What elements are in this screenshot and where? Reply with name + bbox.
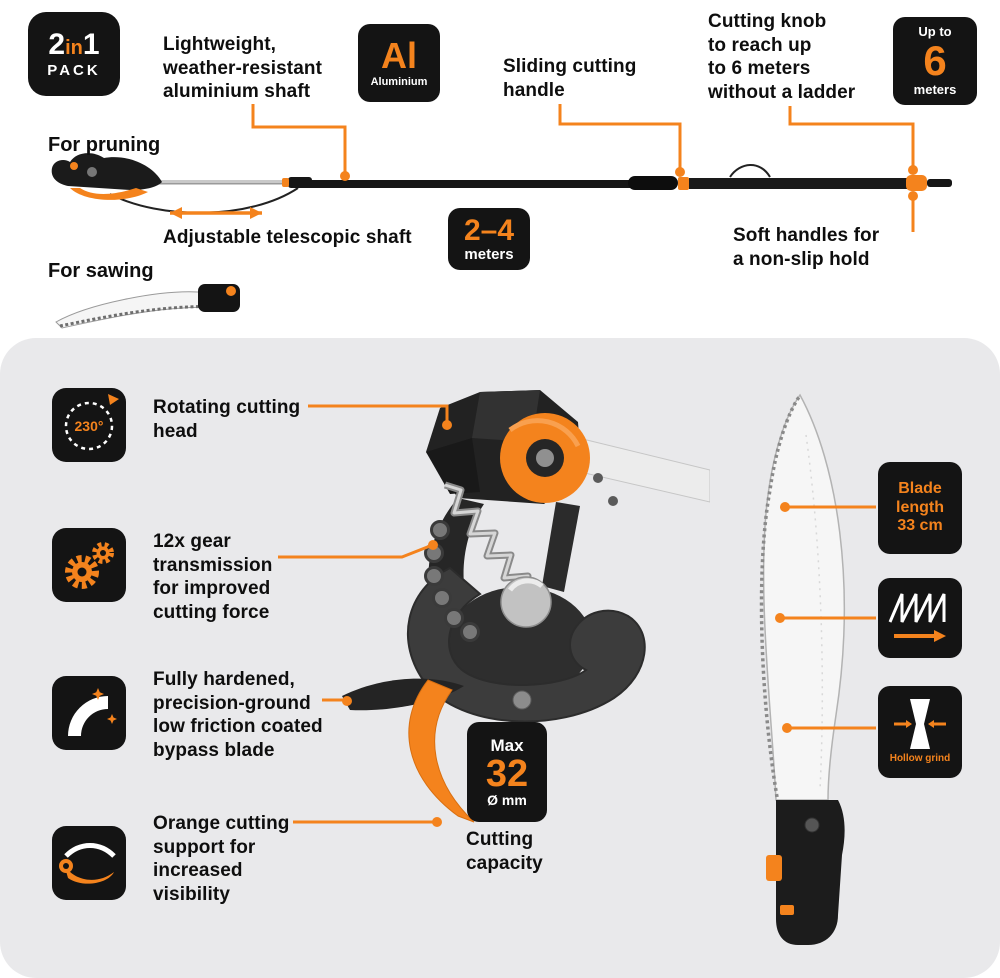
aluminium-label: Aluminium: [370, 76, 428, 89]
telescopic-rod: [158, 180, 298, 184]
pivot-dome: [500, 576, 552, 628]
rotating-head-tile: 230°: [52, 388, 126, 462]
blade-length-text: Blade length 33 cm: [896, 479, 944, 535]
pack-label: PACK: [47, 61, 101, 79]
hollow-grind-label: Hollow grind: [889, 753, 951, 764]
rotating-head-icon: 230°: [64, 394, 119, 451]
length-value: 2–4: [463, 214, 515, 248]
gear-transmission-tile: [52, 528, 126, 602]
capacity-label: Cutting capacity: [466, 829, 543, 874]
cutting-support-icon: [59, 843, 116, 884]
pruning-saw-illustration: [55, 284, 240, 329]
reach-badge: Up to 6 meters: [893, 17, 977, 105]
feature-soft-handles: Soft handles for a non-slip hold: [733, 225, 880, 270]
feature-rotating-head: Rotating cutting head: [153, 397, 301, 442]
saw-teeth: [59, 305, 225, 328]
pack-badge: 2in1 PACK: [28, 12, 120, 96]
reach-bottom: meters: [913, 82, 957, 98]
hollow-grind-icon: [894, 699, 946, 749]
shaft-rear: [689, 178, 907, 189]
saw-teeth-badge: [878, 578, 962, 658]
feature-telescopic-shaft: Adjustable telescopic shaft: [163, 227, 412, 248]
cutting-head-illustration: [342, 390, 710, 823]
capacity-bottom: Ø mm: [487, 791, 527, 808]
pruner-head: [51, 153, 162, 190]
gear-chain: [424, 520, 480, 642]
feature-cutting-support: Orange cutting support for increased vis…: [153, 813, 290, 905]
aluminium-symbol: Al: [381, 35, 417, 77]
orange-cutting-support: [408, 679, 475, 823]
pack-count: 2in1: [48, 27, 100, 61]
hollow-grind-badge: Hollow grind: [878, 686, 962, 778]
blade-length-badge: Blade length 33 cm: [878, 462, 962, 554]
saw-teeth-edge: [759, 396, 801, 798]
reach-value: 6: [923, 36, 947, 84]
saw-teeth-icon: [888, 593, 946, 642]
saw-blade-illustration: [759, 393, 845, 945]
svg-text:230°: 230°: [75, 418, 104, 434]
aluminium-badge: Al Aluminium: [358, 24, 440, 102]
cutting-support-tile: [52, 826, 126, 900]
capacity-value: 32: [485, 752, 529, 795]
feature-lightweight-shaft: Lightweight, weather-resistant aluminium…: [163, 34, 323, 103]
hardened-blade-icon: [68, 688, 117, 736]
cutting-knob: [906, 175, 927, 191]
for-pruning-label: For pruning: [48, 134, 161, 156]
length-label: meters: [464, 245, 514, 263]
feature-cutting-knob: Cutting knob to reach up to 6 meters wit…: [708, 11, 856, 103]
reach-top: Up to: [918, 24, 952, 40]
feature-hardened-blade: Fully hardened, precision-ground low fri…: [153, 669, 323, 761]
pole-pruner-illustration: [51, 153, 952, 214]
gear-transmission-icon: [65, 542, 114, 589]
handle-collar: [678, 177, 689, 190]
hardened-blade-tile: [52, 676, 126, 750]
sliding-handle: [628, 176, 678, 190]
feature-sliding-handle: Sliding cutting handle: [503, 56, 637, 101]
capacity-top: Max: [490, 735, 524, 755]
shaft-front: [308, 180, 630, 188]
length-badge: 2–4 meters: [448, 208, 530, 270]
feature-gear-transmission: 12x gear transmission for improved cutti…: [153, 531, 273, 623]
for-sawing-label: For sawing: [48, 260, 154, 282]
capacity-badge: Max 32 Ø mm: [467, 722, 547, 822]
